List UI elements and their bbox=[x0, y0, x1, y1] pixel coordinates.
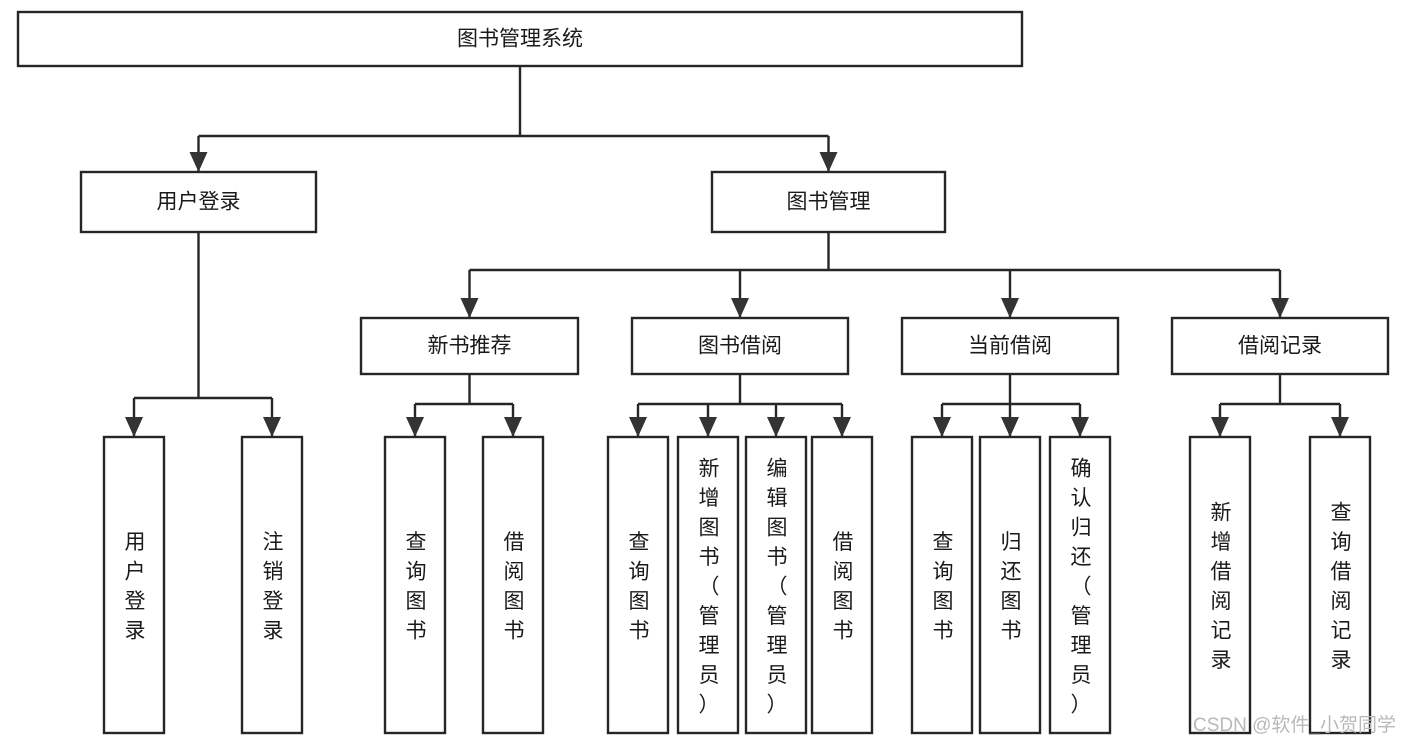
node-leaf-borrow-book-bor-rect[interactable] bbox=[810, 435, 874, 735]
book-management-to-level2-arrow-0 bbox=[460, 298, 479, 318]
node-borrow-record[interactable]: 借阅记录 bbox=[1170, 316, 1390, 376]
node-leaf-return-book-label: 归还图书 bbox=[1001, 531, 1022, 643]
csdn-watermark: CSDN @软件_小贺同学 bbox=[1193, 714, 1396, 736]
root-to-level1-arrow-0 bbox=[189, 152, 208, 172]
node-leaf-query-borrow-record[interactable]: 查询借阅记录 bbox=[1308, 435, 1372, 735]
node-leaf-user-logout[interactable]: 注销登录 bbox=[240, 435, 304, 735]
node-leaf-add-book-admin-rect[interactable] bbox=[676, 435, 740, 735]
node-leaf-add-book-admin[interactable]: 新增图书（管理员） bbox=[676, 435, 740, 735]
book-management-to-level2-arrow-1 bbox=[731, 298, 749, 318]
node-leaf-borrow-book-rec-rect[interactable] bbox=[481, 435, 545, 735]
node-book-borrow-rect[interactable] bbox=[630, 316, 850, 376]
node-leaf-query-book-rec-label: 查询图书 bbox=[406, 531, 427, 643]
node-leaf-query-book-cur-label: 查询图书 bbox=[933, 531, 954, 643]
book-borrow-to-leaves-arrow-0 bbox=[629, 417, 647, 437]
new-book-recommend-to-leaves-arrow-0 bbox=[406, 417, 424, 437]
node-leaf-add-book-admin-label: 新增图书（管理员） bbox=[699, 457, 720, 716]
book-management-to-level2-arrow-2 bbox=[1001, 298, 1019, 318]
node-borrow-record-rect[interactable] bbox=[1170, 316, 1390, 376]
root-to-level1-arrow-1 bbox=[819, 152, 838, 172]
node-leaf-query-book-bor[interactable]: 查询图书 bbox=[606, 435, 670, 735]
node-root-system-rect[interactable] bbox=[16, 10, 1024, 68]
node-current-borrow[interactable]: 当前借阅 bbox=[900, 316, 1120, 376]
node-leaf-edit-book-admin-rect[interactable] bbox=[744, 435, 808, 735]
node-leaf-add-borrow-record[interactable]: 新增借阅记录 bbox=[1188, 435, 1252, 735]
node-new-book-recommend[interactable]: 新书推荐 bbox=[359, 316, 580, 376]
node-leaf-confirm-return-admin[interactable]: 确认归还（管理员） bbox=[1048, 435, 1112, 735]
node-leaf-borrow-book-bor-label: 借阅图书 bbox=[833, 531, 854, 643]
node-current-borrow-label: 当前借阅 bbox=[968, 335, 1052, 358]
current-borrow-to-leaves-arrow-0 bbox=[933, 417, 951, 437]
node-leaf-query-book-cur[interactable]: 查询图书 bbox=[910, 435, 974, 735]
user-login-to-leaves-arrow-1 bbox=[263, 417, 281, 437]
node-new-book-recommend-rect[interactable] bbox=[359, 316, 580, 376]
book-management-to-level2-arrow-3 bbox=[1271, 298, 1289, 318]
nodes-layer: 图书管理系统用户登录图书管理新书推荐图书借阅当前借阅借阅记录用户登录注销登录查询… bbox=[16, 10, 1390, 735]
node-leaf-add-borrow-record-rect[interactable] bbox=[1188, 435, 1252, 735]
node-user-login-label: 用户登录 bbox=[157, 191, 241, 214]
node-leaf-query-book-cur-rect[interactable] bbox=[910, 435, 974, 735]
connectors-layer bbox=[125, 66, 1349, 437]
node-leaf-query-borrow-record-rect[interactable] bbox=[1308, 435, 1372, 735]
node-new-book-recommend-label: 新书推荐 bbox=[428, 335, 512, 358]
node-leaf-return-book[interactable]: 归还图书 bbox=[978, 435, 1042, 735]
node-book-management-label: 图书管理 bbox=[787, 191, 871, 214]
node-book-management-rect[interactable] bbox=[710, 170, 947, 234]
node-leaf-add-borrow-record-label: 新增借阅记录 bbox=[1211, 502, 1232, 673]
node-user-login-rect[interactable] bbox=[79, 170, 318, 234]
node-leaf-query-book-rec-rect[interactable] bbox=[383, 435, 447, 735]
node-leaf-user-login[interactable]: 用户登录 bbox=[102, 435, 166, 735]
node-leaf-query-book-bor-rect[interactable] bbox=[606, 435, 670, 735]
node-leaf-borrow-book-bor[interactable]: 借阅图书 bbox=[810, 435, 874, 735]
node-leaf-edit-book-admin-label: 编辑图书（管理员） bbox=[767, 457, 788, 716]
node-current-borrow-rect[interactable] bbox=[900, 316, 1120, 376]
node-leaf-query-borrow-record-label: 查询借阅记录 bbox=[1331, 502, 1352, 673]
new-book-recommend-to-leaves-arrow-1 bbox=[504, 417, 522, 437]
node-leaf-confirm-return-admin-label: 确认归还（管理员） bbox=[1071, 457, 1092, 716]
node-book-borrow-label: 图书借阅 bbox=[698, 335, 782, 358]
current-borrow-to-leaves-arrow-2 bbox=[1071, 417, 1089, 437]
user-login-to-leaves-arrow-0 bbox=[125, 417, 143, 437]
node-borrow-record-label: 借阅记录 bbox=[1238, 335, 1322, 358]
node-root-system-label: 图书管理系统 bbox=[457, 28, 583, 51]
node-leaf-query-book-bor-label: 查询图书 bbox=[629, 531, 650, 643]
node-leaf-user-logout-label: 注销登录 bbox=[263, 531, 284, 643]
book-borrow-to-leaves-arrow-3 bbox=[833, 417, 851, 437]
node-book-management[interactable]: 图书管理 bbox=[710, 170, 947, 234]
book-borrow-to-leaves-arrow-2 bbox=[767, 417, 785, 437]
book-borrow-to-leaves-arrow-1 bbox=[699, 417, 717, 437]
node-leaf-edit-book-admin[interactable]: 编辑图书（管理员） bbox=[744, 435, 808, 735]
current-borrow-to-leaves-arrow-1 bbox=[1001, 417, 1019, 437]
node-leaf-user-login-rect[interactable] bbox=[102, 435, 166, 735]
borrow-record-to-leaves-arrow-0 bbox=[1211, 417, 1229, 437]
node-leaf-confirm-return-admin-rect[interactable] bbox=[1048, 435, 1112, 735]
node-user-login[interactable]: 用户登录 bbox=[79, 170, 318, 234]
node-leaf-borrow-book-rec-label: 借阅图书 bbox=[504, 531, 525, 643]
node-leaf-user-logout-rect[interactable] bbox=[240, 435, 304, 735]
node-leaf-query-book-rec[interactable]: 查询图书 bbox=[383, 435, 447, 735]
node-root-system[interactable]: 图书管理系统 bbox=[16, 10, 1024, 68]
borrow-record-to-leaves-arrow-1 bbox=[1331, 417, 1349, 437]
node-leaf-return-book-rect[interactable] bbox=[978, 435, 1042, 735]
node-leaf-borrow-book-rec[interactable]: 借阅图书 bbox=[481, 435, 545, 735]
node-book-borrow[interactable]: 图书借阅 bbox=[630, 316, 850, 376]
node-leaf-user-login-label: 用户登录 bbox=[125, 531, 146, 643]
